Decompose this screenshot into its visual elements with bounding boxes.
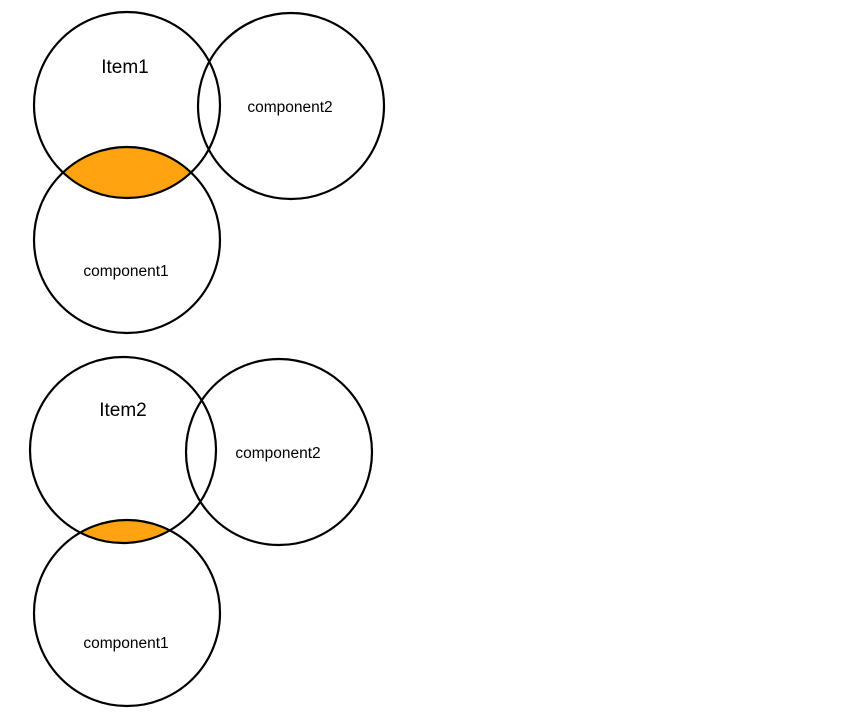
component2-circle-bottom xyxy=(184,357,374,547)
item1-label: Item1 xyxy=(101,57,149,78)
component1-label-bottom: component1 xyxy=(83,635,168,652)
component1-circle-bottom xyxy=(32,518,222,708)
venn-figure-item1: Item1 component2 component1 xyxy=(32,10,386,335)
item1-circle xyxy=(32,10,222,200)
component1-label-top: component1 xyxy=(83,263,168,280)
component1-circle-top xyxy=(32,145,222,335)
item2-label: Item2 xyxy=(99,400,147,421)
component2-label-top: component2 xyxy=(247,99,332,116)
item2-circle xyxy=(28,355,218,545)
component2-circle-top xyxy=(196,11,386,201)
component2-label-bottom: component2 xyxy=(235,445,320,462)
venn-figure-item2: Item2 component2 component1 xyxy=(28,355,374,708)
